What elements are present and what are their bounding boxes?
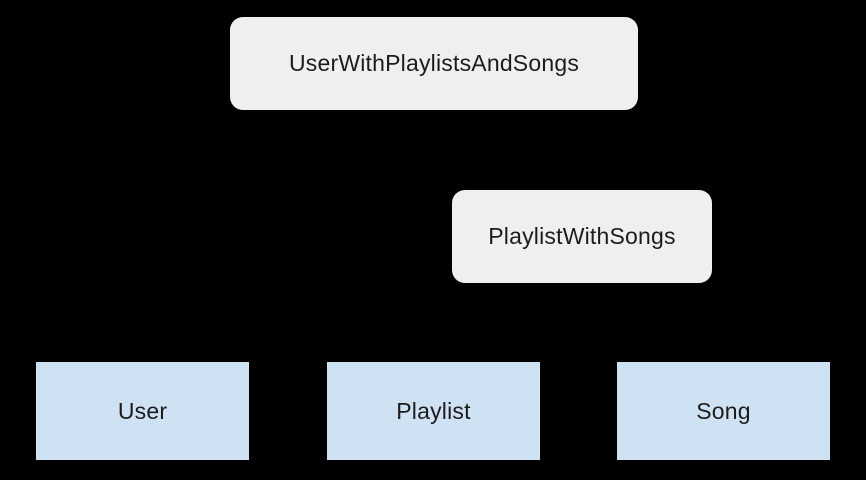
node-user-label: User <box>117 397 168 424</box>
node-user-with-playlists-and-songs-label: UserWithPlaylistsAndSongs <box>288 50 580 76</box>
node-playlist-with-songs-label: PlaylistWithSongs <box>488 223 676 249</box>
node-playlist-label: Playlist <box>396 397 471 424</box>
node-song: Song <box>616 361 831 461</box>
node-user: User <box>35 361 250 461</box>
node-user-with-playlists-and-songs: UserWithPlaylistsAndSongs <box>230 17 638 110</box>
node-playlist: Playlist <box>326 361 541 461</box>
node-playlist-with-songs: PlaylistWithSongs <box>452 190 712 283</box>
node-song-label: Song <box>696 397 751 424</box>
